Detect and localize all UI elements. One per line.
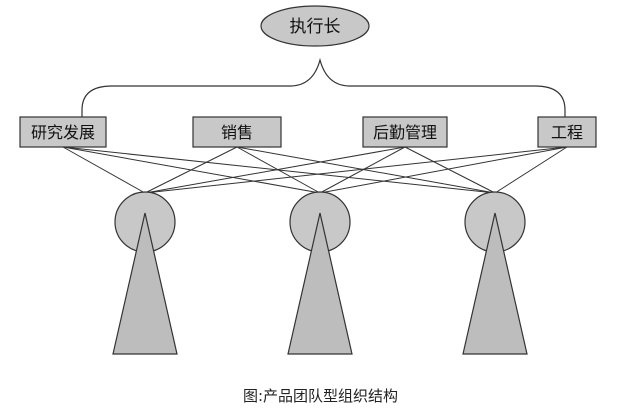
team-body: [287, 212, 353, 355]
department-label: 研究发展: [31, 123, 95, 142]
connection-lines: [62, 146, 568, 194]
product-team-3: [462, 191, 528, 355]
department-engineering: 工程: [537, 116, 597, 148]
department-sales: 销售: [192, 116, 282, 148]
product-team-2: [287, 191, 353, 355]
department-logistics: 后勤管理: [362, 116, 448, 148]
team-body: [462, 212, 528, 355]
ceo-label: 执行长: [290, 17, 341, 37]
org-brace: [81, 57, 566, 118]
department-label: 工程: [551, 123, 583, 142]
department-label: 销售: [221, 123, 253, 142]
ceo-node: 执行长: [260, 5, 370, 47]
department-research: 研究发展: [19, 116, 107, 148]
product-team-1: [112, 191, 178, 355]
figure-caption: 图:产品团队型组织结构: [242, 387, 399, 405]
department-label: 后勤管理: [373, 123, 437, 142]
team-body: [112, 212, 178, 355]
